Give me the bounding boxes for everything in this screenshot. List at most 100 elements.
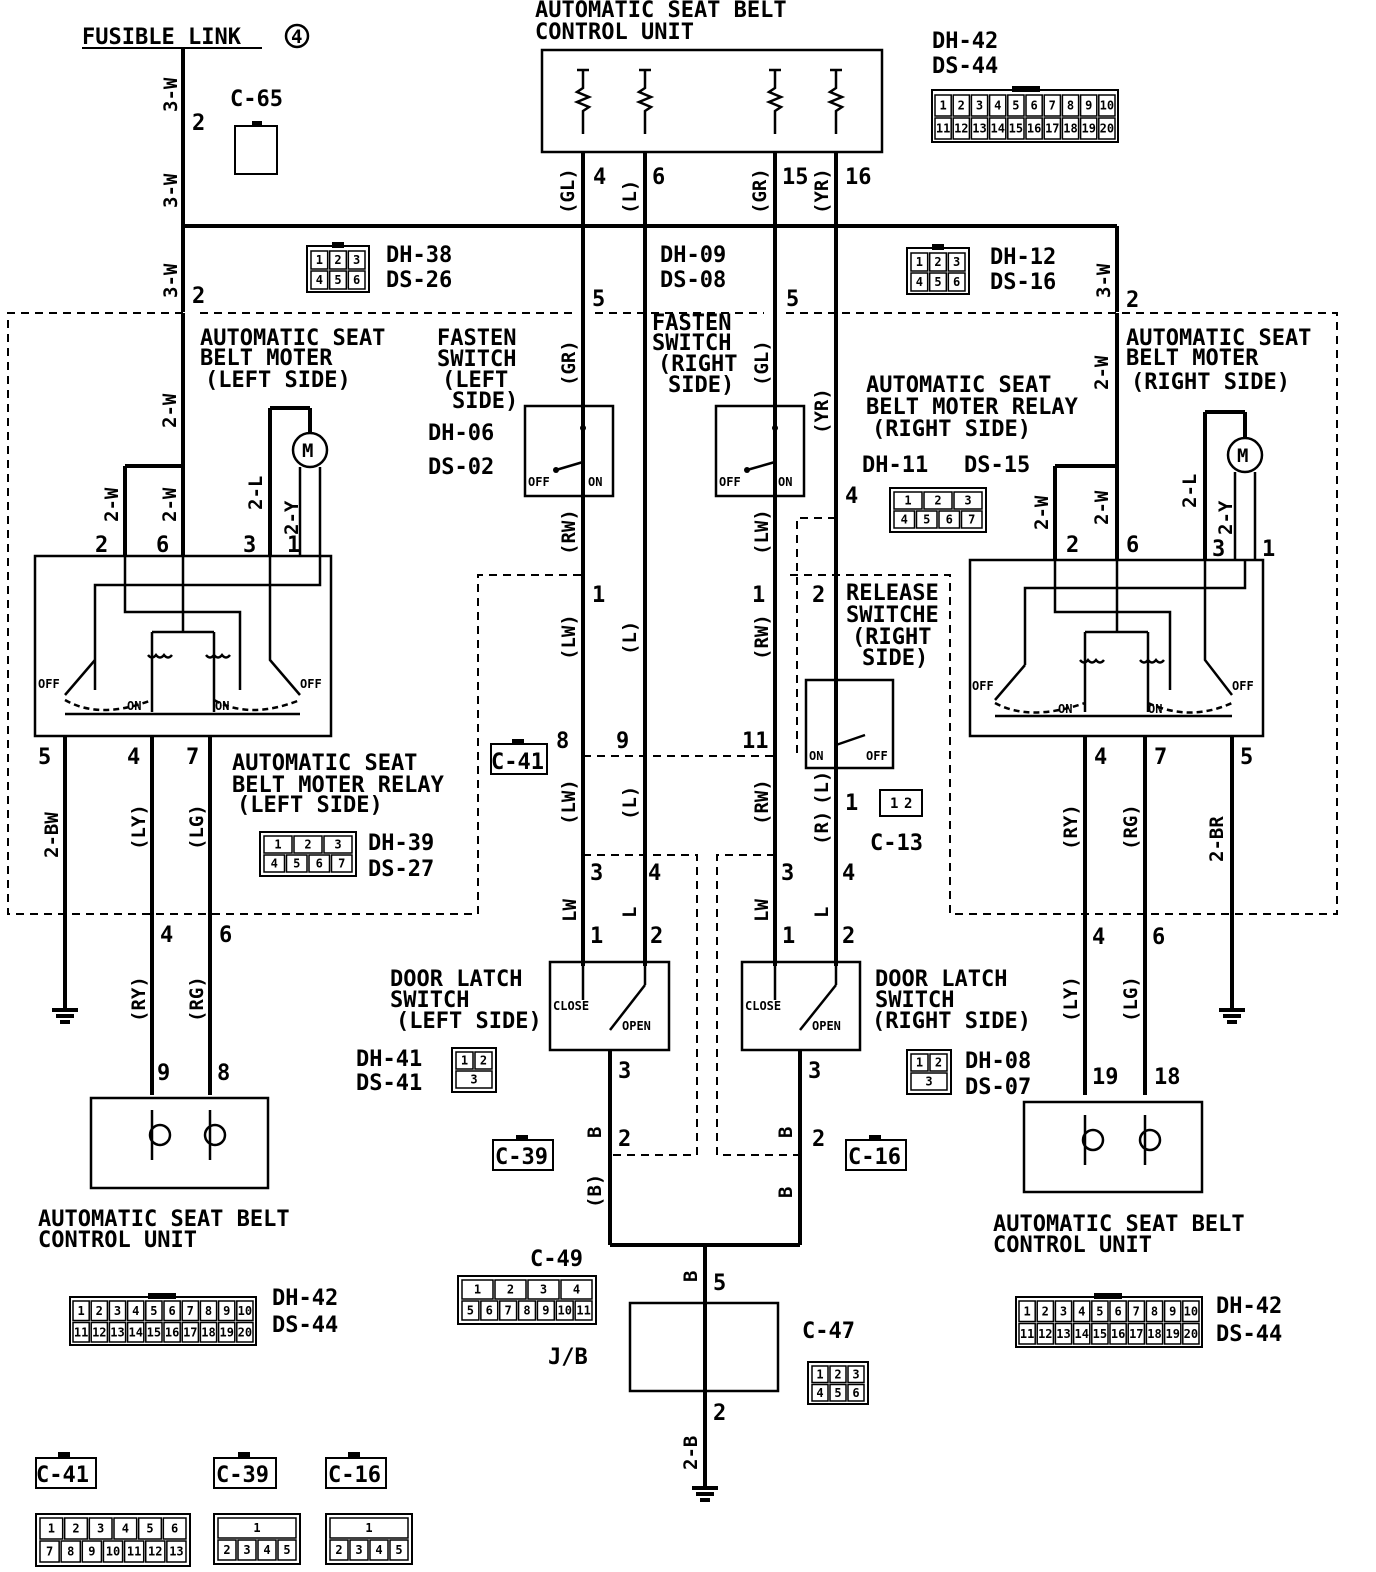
- pin-number: 5: [150, 1304, 157, 1318]
- relay-left-line2: BELT MOTER RELAY: [232, 773, 445, 798]
- fasten-right-on: ON: [778, 475, 792, 489]
- left-dashed-region: [7, 312, 583, 915]
- pin-cell: [1098, 117, 1116, 140]
- motor-left-line1: AUTOMATIC SEAT: [200, 326, 385, 351]
- release-switch-box: [804, 678, 895, 770]
- wire-lw-left: (LW): [558, 614, 580, 660]
- pin-number: 6: [168, 1304, 175, 1318]
- pin-cell: [1091, 1300, 1109, 1323]
- pin-4-left-lower: 4: [160, 923, 173, 948]
- pin-number: 8: [523, 1304, 530, 1318]
- wire-lw-plain-left: LW: [559, 899, 581, 922]
- pin-19-ctrl: 19: [1092, 1065, 1119, 1090]
- wire-l-left-2: (L): [619, 786, 641, 820]
- pin-number: 3: [976, 99, 983, 113]
- fasten-left-on: ON: [588, 475, 602, 489]
- pin-cell: [1018, 1300, 1036, 1323]
- ds15-label: DS-15: [964, 453, 1030, 478]
- pin-number: 3: [1060, 1304, 1067, 1318]
- pin-number: 15: [1009, 122, 1023, 136]
- door-left-3: (LEFT SIDE): [396, 1009, 542, 1034]
- pin-number: 14: [128, 1325, 142, 1339]
- pin-number: 19: [1081, 122, 1095, 136]
- pin-cell: [1091, 1322, 1109, 1345]
- pin-number: 9: [542, 1304, 549, 1318]
- pin-number: 3: [97, 1522, 104, 1536]
- pin-cell: [1043, 117, 1062, 140]
- conn-c16-mid: [845, 1135, 907, 1171]
- pin-cell: [88, 1517, 113, 1540]
- pin-cell: [893, 510, 916, 529]
- pin-number: 8: [1151, 1304, 1158, 1318]
- pin-cell: [162, 1517, 187, 1540]
- top-unit-resistors: [573, 68, 846, 134]
- pin-3-left: 3: [590, 861, 603, 886]
- pin-number: 18: [201, 1325, 215, 1339]
- c39-dashed: [583, 854, 698, 1156]
- pin-cell: [102, 1540, 124, 1563]
- pin-cell: [1182, 1300, 1200, 1323]
- fusible-link-title: FUSIBLE LINK: [82, 25, 242, 50]
- pin-cell: [960, 510, 983, 529]
- pin-cell: [329, 1517, 409, 1539]
- dh41-label: DH-41: [356, 1047, 422, 1072]
- door-right-close: CLOSE: [745, 999, 781, 1013]
- c16-pin2: 2: [812, 1127, 825, 1152]
- pin-number: 7: [187, 1304, 194, 1318]
- wire-gl-right: (GL): [751, 340, 773, 386]
- pin-cell: [137, 1517, 163, 1540]
- c47-label: C-47: [802, 1319, 855, 1344]
- pin-number: 19: [1165, 1327, 1179, 1341]
- pin-number: 18: [1063, 122, 1077, 136]
- fasten-right-4: SIDE): [668, 373, 734, 398]
- jb-pin2: 2: [713, 1401, 726, 1426]
- pin-cell: [1072, 1322, 1091, 1345]
- pin-cell: [237, 1539, 257, 1561]
- relayR-out7: 7: [1154, 745, 1167, 770]
- pin-cell: [1109, 1300, 1127, 1323]
- relayL-pin1: 1: [287, 533, 300, 558]
- pin-18-ctrl: 18: [1154, 1065, 1181, 1090]
- pin-cell: [1025, 117, 1043, 140]
- pin-cell: [1098, 94, 1116, 117]
- wire-b-jb: B: [680, 1271, 702, 1282]
- pin-cell: [1036, 1300, 1055, 1323]
- wire-lw-plain-right: LW: [751, 899, 773, 922]
- release-on: ON: [809, 749, 823, 763]
- wire-2w-right-c: 2-W: [1091, 490, 1113, 525]
- wire-ry-right: (RY): [1060, 804, 1082, 850]
- pin-cell: [952, 94, 971, 117]
- fasten-switch-left-lever: [555, 460, 584, 472]
- pin-cell: [1163, 1322, 1182, 1345]
- pin-number: 6: [852, 1386, 859, 1400]
- wire-3w-c: 3-W: [160, 263, 182, 298]
- pin-cell: [970, 117, 989, 140]
- pin-cell: [63, 1517, 89, 1540]
- wire-l-release: (L): [811, 771, 833, 805]
- pin-number: 6: [353, 273, 360, 287]
- pin-cell: [947, 272, 966, 292]
- pin-number: 1: [816, 1367, 823, 1381]
- pin-number: 1: [48, 1522, 55, 1536]
- relayL-off-left: OFF: [38, 677, 60, 691]
- pin-cell: [929, 1053, 948, 1072]
- relay-right-internals: [994, 560, 1247, 718]
- relay-left-line3: (LEFT SIDE): [237, 793, 383, 818]
- pin-number: 16: [1027, 122, 1041, 136]
- release-off: OFF: [866, 749, 888, 763]
- pin-9-ctrl: 9: [157, 1061, 170, 1086]
- legend-c41-label: C-41: [36, 1463, 89, 1488]
- pin-cell: [60, 1540, 82, 1563]
- door-latch-left-lever: [609, 984, 646, 1031]
- wire-rw-right: (RW): [751, 614, 773, 660]
- pin-cell: [1061, 94, 1080, 117]
- pin-number: 6: [1114, 1304, 1121, 1318]
- pin-2-dh38: 2: [192, 284, 205, 309]
- pin-number: 17: [1129, 1327, 1143, 1341]
